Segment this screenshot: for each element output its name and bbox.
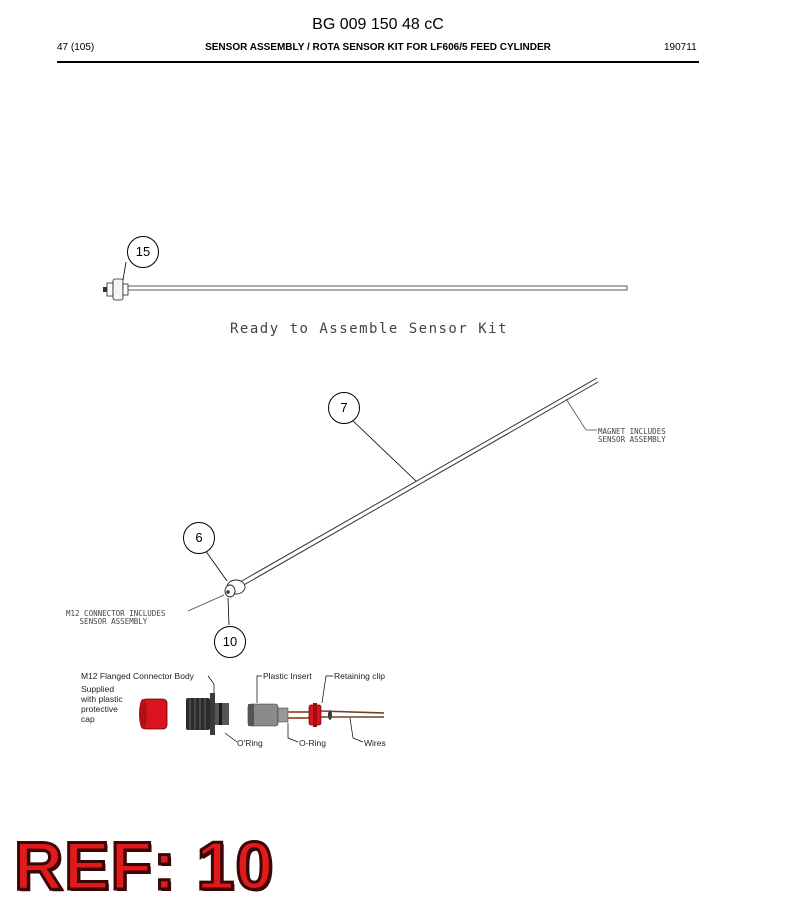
callout-15: 15	[127, 236, 159, 268]
callout-7: 7	[328, 392, 360, 424]
sensor-rod-diagonal	[187, 377, 599, 626]
reference-number: REF: 10	[12, 828, 275, 904]
label-oring-2: O-Ring	[299, 738, 326, 748]
sensor-rod-top	[103, 261, 628, 301]
page-title: SENSOR ASSEMBLY / ROTA SENSOR KIT FOR LF…	[205, 42, 551, 53]
callout-6: 6	[183, 522, 215, 554]
label-connector-body: M12 Flanged Connector Body	[81, 671, 194, 681]
document-code: BG 009 150 48 cC	[312, 16, 444, 33]
figure-caption: Ready to Assemble Sensor Kit	[230, 321, 509, 337]
magnet-note: MAGNET INCLUDES SENSOR ASSEMBLY	[598, 427, 666, 444]
header-rule	[57, 61, 699, 63]
m12-connector-note: M12 CONNECTOR INCLUDES SENSOR ASSEMBLY	[66, 609, 166, 626]
label-wires: Wires	[364, 738, 386, 748]
label-protective-cap: Supplied with plastic protective cap	[81, 684, 123, 724]
connector-detail-drawing	[139, 675, 385, 743]
callout-10: 10	[214, 626, 246, 658]
document-date: 190711	[664, 42, 697, 53]
page-number: 47 (105)	[57, 42, 95, 53]
label-retaining-clip: Retaining clip	[334, 671, 386, 681]
label-plastic-insert: Plastic Insert	[263, 671, 312, 681]
label-oring-1: O'Ring	[237, 738, 263, 748]
